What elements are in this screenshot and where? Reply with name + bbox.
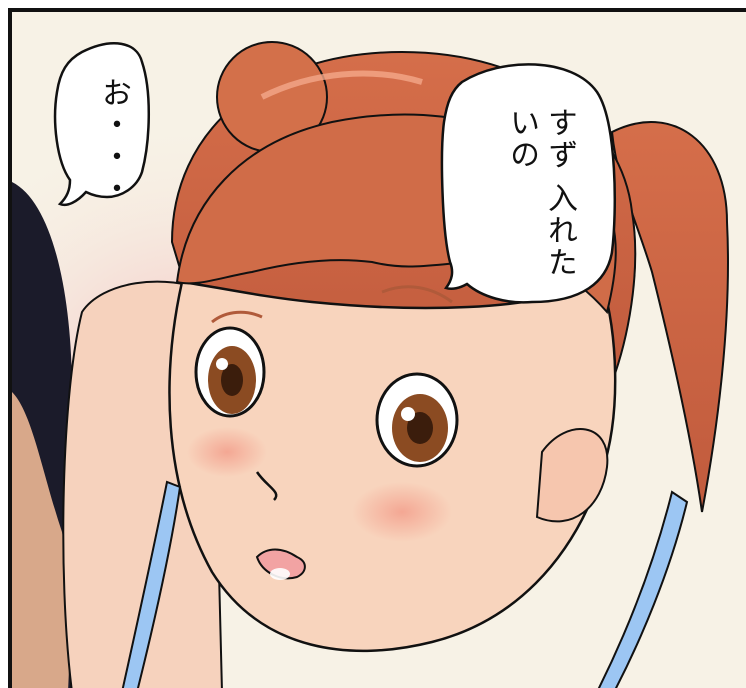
speech-bubble-right xyxy=(440,63,617,304)
strap-left xyxy=(121,480,182,688)
eyebrow-left xyxy=(211,310,263,324)
nose xyxy=(255,471,278,501)
speech-text-left: お・・・ xyxy=(94,77,132,205)
strap-right xyxy=(597,490,689,688)
eyebrow-right xyxy=(381,285,453,304)
pigtail-right xyxy=(610,121,729,513)
blush-right xyxy=(352,482,452,542)
speech-bubble-left xyxy=(53,42,151,207)
eye-right xyxy=(375,372,459,468)
panel-illustration xyxy=(12,41,729,688)
eye-left xyxy=(194,326,266,418)
speech-line: 入れたいの xyxy=(504,107,577,279)
speech-line: お・・・ xyxy=(96,77,131,205)
speech-line: すず xyxy=(542,107,577,171)
panel-frame: お・・・ すず 入れたいの xyxy=(8,8,746,688)
speech-text-right: すず 入れたいの xyxy=(502,107,578,287)
blush-left xyxy=(187,427,267,477)
ear xyxy=(535,428,609,523)
